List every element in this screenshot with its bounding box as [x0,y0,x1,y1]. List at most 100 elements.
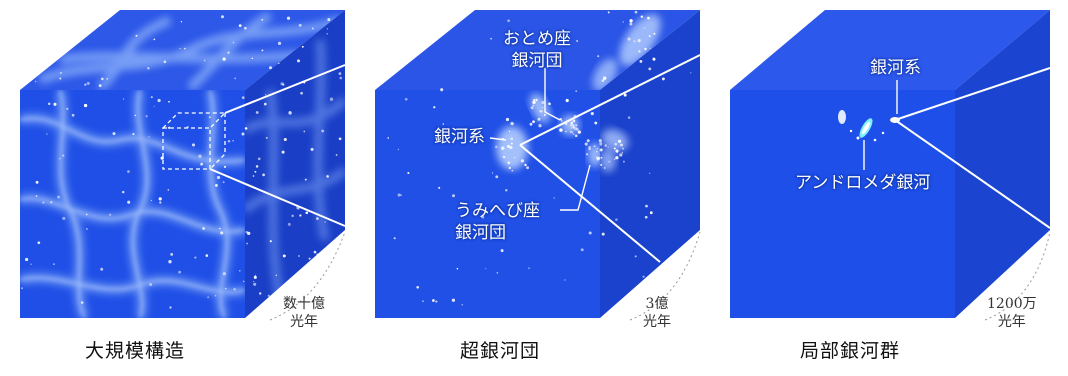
galaxy-dot [590,112,594,116]
galaxy-dot [584,142,588,146]
galaxy-dot [440,88,444,92]
galaxy-dot [438,186,441,189]
galaxy-dot [422,300,424,302]
galaxy-dot [596,150,598,153]
galaxy-dot [573,125,575,127]
galaxy-dot [508,166,511,170]
galaxy-dot [532,120,535,124]
galaxy-dot [241,96,245,99]
distance-arc-2 [629,231,701,321]
galaxy-dot [634,255,637,258]
galaxy-dot [194,256,197,259]
galaxy-dot [603,166,606,170]
galaxy-dot [491,172,494,174]
galaxy-dot [608,160,611,163]
galaxy-dot [222,57,226,61]
galaxy-dot [254,274,257,277]
galaxy-dot [244,26,247,30]
galaxy-dot [316,217,319,220]
galaxy-dot [280,82,284,86]
galaxy-dot [638,50,641,53]
galaxy-dot [313,250,317,254]
galaxy-dot [253,282,257,286]
galaxy-dot [34,80,37,83]
galaxy-dot [495,175,499,179]
galaxy-dot [167,126,171,129]
galaxy-dot [404,97,408,101]
galaxy-dot [62,154,65,157]
galaxy-dot [219,227,221,230]
galaxy-dot [510,137,514,141]
galaxy-dot [66,107,69,111]
galaxy-dot [47,43,49,46]
galaxy-dot [286,16,291,20]
galaxy-dot [600,145,602,147]
galaxy-dot [637,39,641,43]
galaxy-dot [253,275,257,279]
galaxy-dot [21,50,24,53]
galaxy-dot [53,102,57,106]
galaxy-dot [324,221,326,223]
galaxy-dot [432,299,435,302]
galaxy-dot [85,227,88,230]
cube3-top-face [730,10,1050,90]
galaxy-dot [311,27,314,30]
galaxy-dot [321,271,325,275]
galaxy-dot [277,41,282,46]
galaxy-dot [564,130,567,133]
galaxy-dot [264,93,267,96]
cube1-side-filaments [245,39,345,301]
galaxy-dot [397,148,400,151]
galaxy-dot [586,139,590,143]
galaxy-dot [600,164,603,166]
galaxy-dot [261,18,264,21]
galaxy-dot [538,124,542,128]
galaxy-dot [406,46,408,48]
galaxy-dot [301,45,304,48]
cube2-top-face [375,10,700,90]
inset-cube-marker [162,112,227,170]
galaxy-dot [312,283,315,286]
galaxy-dot [253,280,255,283]
galaxy-dot [233,288,236,291]
galaxy-dot [644,47,647,51]
galaxy-dot [222,181,225,184]
galaxy-dot [645,204,648,208]
galaxy-dot [258,292,262,295]
galaxy-dot [241,132,245,136]
galaxy-dot [121,190,125,194]
galaxy-dot [42,201,45,204]
galaxy-dot [654,288,657,291]
galaxy-dot [451,194,456,198]
galaxy-dot [575,124,578,127]
zoom-line-3-top [894,67,1051,121]
galaxy-dot [127,200,131,204]
galaxy-dot [71,113,75,117]
galaxy-dot [267,294,270,297]
galaxy-dot [620,143,623,147]
galaxy-dot [451,298,456,302]
galaxy-dot [106,77,109,80]
cube3-side-face [955,10,1050,318]
galaxy-dot [615,156,619,160]
galaxy-dot [586,153,589,156]
galaxy-dot [596,147,599,150]
galaxy-dot [281,150,285,154]
galaxy-dot [59,71,62,74]
galaxy-dot [208,116,211,119]
galaxy-dot [501,146,505,150]
galaxy-dot [575,127,579,131]
galaxy-dot [535,98,538,102]
galaxy-dot [416,285,420,289]
galaxy-dot [283,137,287,142]
galaxy-dot [433,106,436,109]
galaxy-dot [593,145,596,148]
galaxy-dot [242,280,245,283]
galaxy-dot [607,146,609,148]
galaxy-dot [84,83,87,86]
galaxy-dot [145,115,148,118]
galaxy-dot [572,119,576,123]
galaxy-dot [112,132,116,136]
zoom-line-2-bottom [519,144,661,263]
galaxy-dot [642,275,645,278]
